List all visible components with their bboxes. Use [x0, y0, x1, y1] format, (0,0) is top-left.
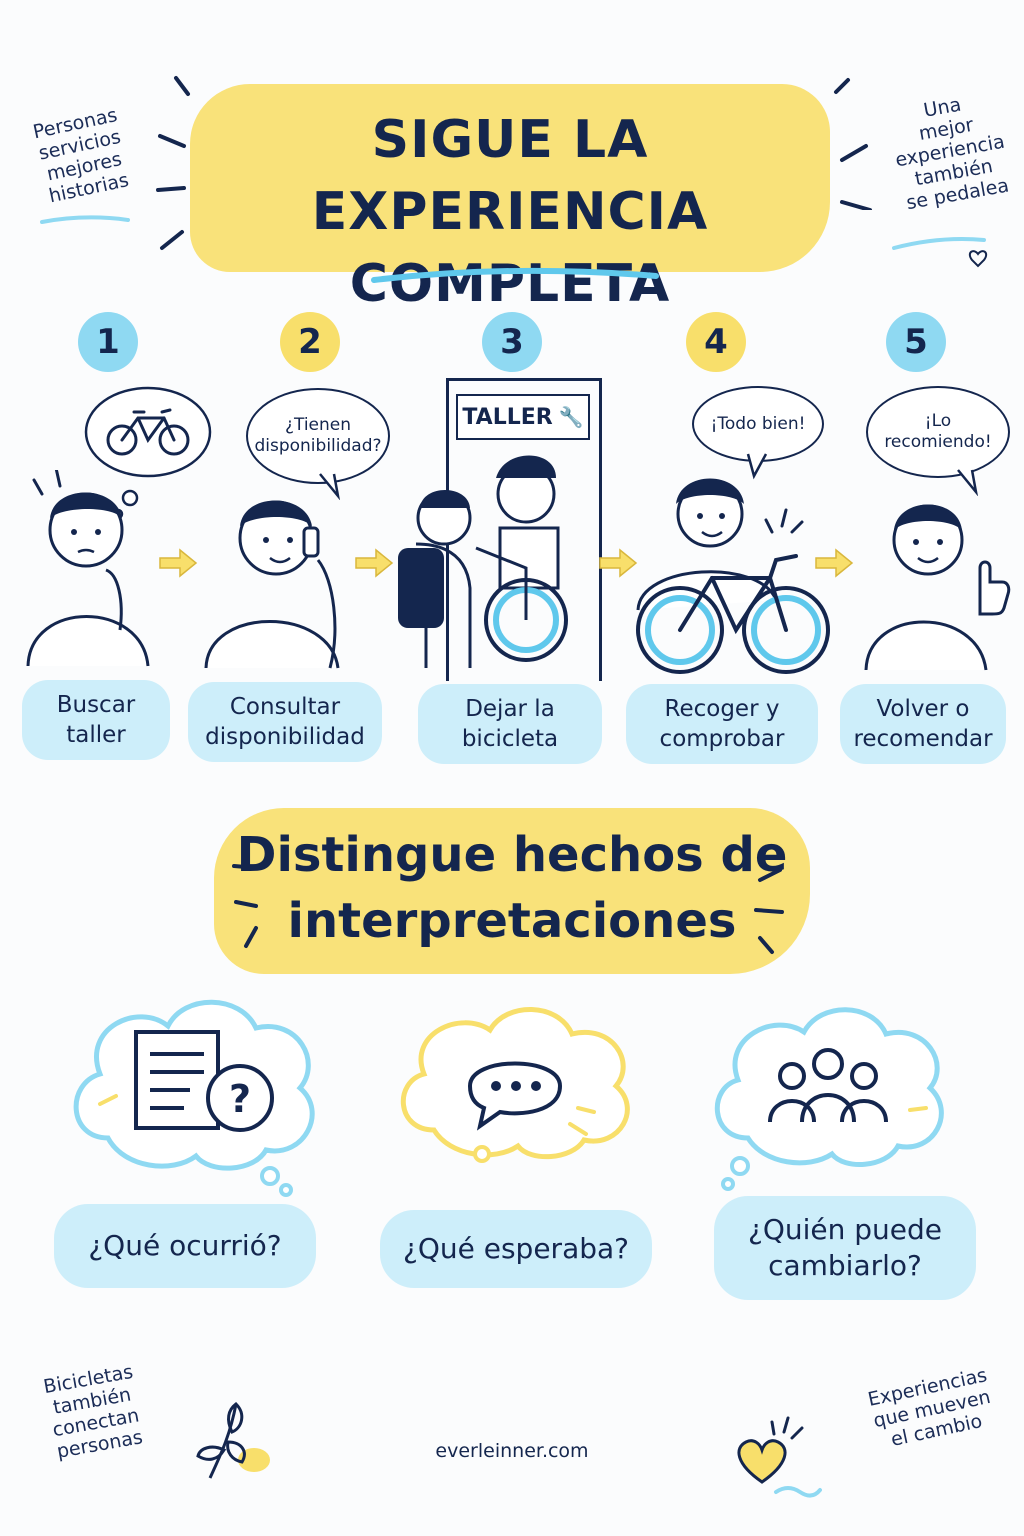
person-5-illustration	[864, 504, 1011, 671]
step-number-4: 4	[686, 312, 746, 372]
footer-website-link[interactable]: everleinner.com	[435, 1440, 589, 1462]
section-highlight	[214, 808, 810, 974]
arrow-right-icon	[599, 548, 638, 578]
note-underline-right	[892, 237, 988, 268]
question-label-3: ¿Quién puede cambiarlo?	[714, 1196, 976, 1300]
step-label-1: Buscar taller	[22, 680, 170, 760]
step-5-bubble-tail	[957, 469, 978, 496]
page-title: Sigue la experiencia completa	[311, 110, 709, 314]
step-number-3: 3	[482, 312, 542, 372]
step-label-3: Dejar la bicicleta	[418, 684, 602, 764]
header-note-right: Una mejor experiencia también se pedalea	[893, 93, 1011, 215]
step-number-1: 1	[78, 312, 138, 372]
section-spark-right	[754, 868, 784, 954]
step-label-2: Consultar disponibilidad	[188, 682, 382, 762]
footer-note-right: Experiencias que mueven el cambio	[865, 1364, 993, 1451]
step-label-4: Recoger y comprobar	[626, 684, 818, 764]
step-4-speech-bubble: ¡Todo bien!	[692, 386, 824, 462]
leaf-sprig-icon	[196, 1402, 270, 1479]
title-spark-left	[156, 76, 190, 250]
person-2-illustration	[204, 500, 340, 669]
workshop-sign-text: TALLER	[462, 404, 553, 430]
header-note-left: Personas servicios mejores historias	[31, 104, 131, 208]
step-number-5: 5	[886, 312, 946, 372]
title-spark-right	[834, 78, 872, 210]
note-underline-left	[40, 215, 130, 224]
step-label-5: Volver o recomendar	[840, 684, 1006, 764]
person-1-illustration	[26, 470, 150, 667]
question-cloud-2	[400, 1007, 630, 1163]
step-2-speech-bubble: ¿Tienen disponibilidad?	[246, 388, 390, 484]
wrench-icon: 🔧	[558, 405, 584, 429]
svg-text:?: ?	[229, 1077, 251, 1121]
heart-icon	[737, 1416, 822, 1498]
step-4-bubble-tail	[746, 453, 768, 480]
person-3-illustration	[398, 455, 568, 668]
people-group-icon	[768, 1048, 888, 1123]
title-highlight	[190, 84, 830, 272]
question-label-1: ¿Qué ocurrió?	[54, 1204, 316, 1288]
step-2-bubble-tail	[319, 473, 340, 500]
section-spark-left	[232, 864, 260, 948]
thumbs-up-icon	[978, 560, 1011, 616]
step-5-speech-bubble: ¡Lo recomiendo!	[866, 386, 1010, 478]
step-number-2: 2	[280, 312, 340, 372]
speech-dots-icon	[467, 1061, 563, 1131]
question-label-2: ¿Qué esperaba?	[380, 1210, 652, 1288]
title-underline	[371, 267, 659, 283]
question-cloud-3	[714, 1007, 944, 1191]
document-question-icon: ?	[134, 1030, 274, 1132]
question-cloud-1: ?	[73, 999, 315, 1197]
arrow-right-icon	[159, 548, 198, 578]
person-4-illustration	[636, 478, 830, 674]
arrow-right-icon	[355, 548, 394, 578]
section-title: Distingue hechos de interpretaciones	[236, 827, 788, 949]
footer-note-left: Bicicletas también conectan personas	[41, 1360, 145, 1463]
workshop-sign: TALLER 🔧	[456, 394, 590, 440]
arrow-right-icon	[815, 548, 854, 578]
